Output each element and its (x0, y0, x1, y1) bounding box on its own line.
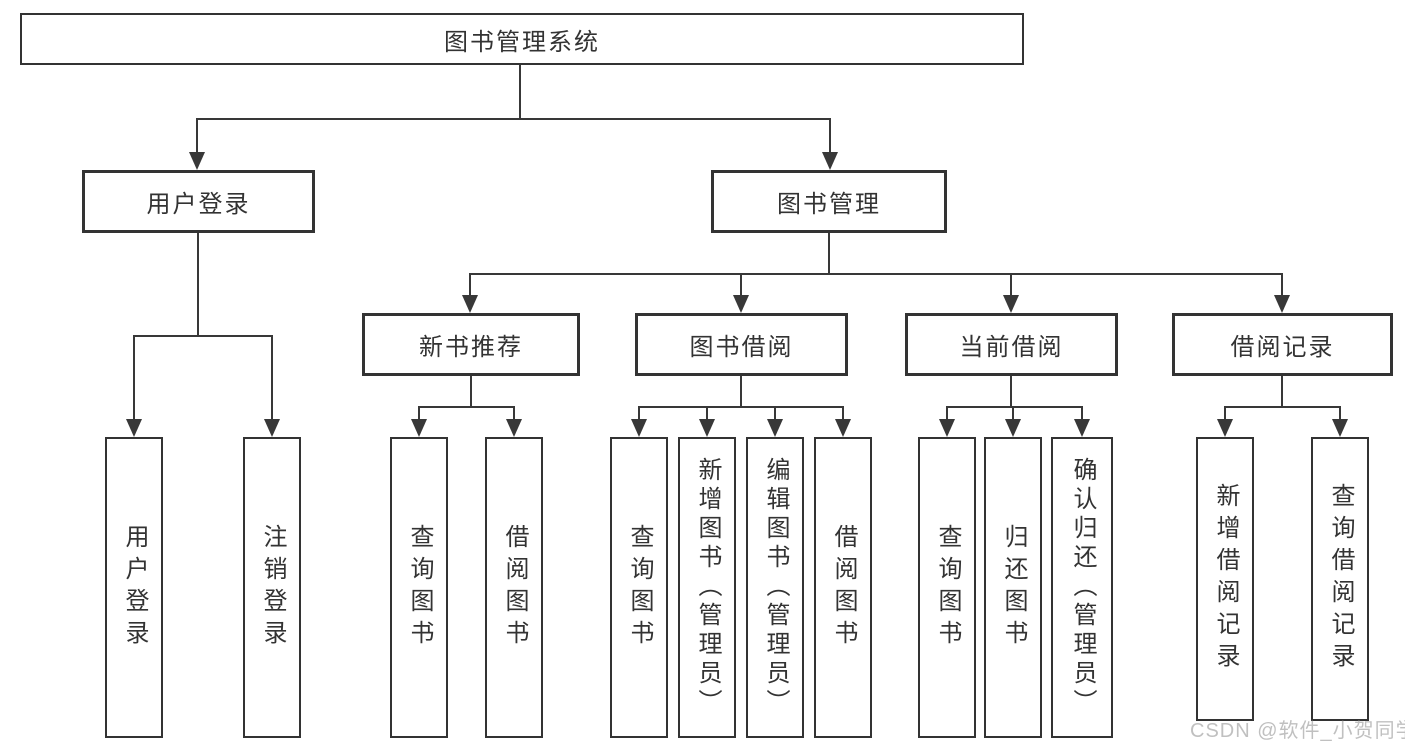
leaf-label: 新增借阅记录 (1212, 483, 1239, 675)
node-label: 用户登录 (146, 191, 251, 218)
node-label: 借阅记录 (1230, 334, 1335, 361)
connector-line (271, 335, 273, 419)
leaf-logout: 注销登录 (243, 437, 301, 738)
leaf-edit-book-admin: 编辑图书（管理员） (746, 437, 804, 738)
arrow-down (939, 419, 955, 437)
leaf-label: 新增图书（管理员） (694, 457, 721, 718)
arrow-down (733, 295, 749, 313)
connector-line (1224, 406, 1226, 421)
leaf-label: 借阅图书 (830, 523, 857, 652)
connector-line (638, 406, 640, 421)
node-label: 当前借阅 (959, 334, 1064, 361)
arrow-down (822, 152, 838, 170)
arrow-down (126, 419, 142, 437)
node-borrow-records: 借阅记录 (1172, 313, 1393, 376)
node-label: 新书推荐 (419, 334, 523, 361)
node-book-management: 图书管理 (711, 170, 947, 233)
leaf-label: 归还图书 (1000, 523, 1027, 652)
leaf-label: 查询借阅记录 (1327, 483, 1354, 675)
connector-line (639, 406, 844, 408)
connector-line (1081, 406, 1083, 421)
connector-line (470, 376, 472, 406)
arrow-down (189, 152, 205, 170)
connector-line (947, 406, 1083, 408)
node-new-book-recommend: 新书推荐 (362, 313, 580, 376)
connector-line (1281, 376, 1283, 406)
connector-line (513, 406, 515, 421)
arrow-down (411, 419, 427, 437)
arrow-down (1074, 419, 1090, 437)
leaf-borrow-books-recommend: 借阅图书 (485, 437, 543, 738)
leaf-query-books-recommend: 查询图书 (390, 437, 448, 738)
connector-line (469, 273, 471, 297)
leaf-confirm-return-admin: 确认归还（管理员） (1051, 437, 1113, 738)
leaf-add-borrow-record: 新增借阅记录 (1196, 437, 1254, 721)
arrow-down (462, 295, 478, 313)
connector-line (1010, 273, 1012, 297)
leaf-borrow-books: 借阅图书 (814, 437, 872, 738)
leaf-label: 借阅图书 (501, 523, 528, 652)
leaf-label: 查询图书 (934, 523, 961, 652)
connector-line (828, 233, 830, 273)
leaf-query-books-current: 查询图书 (918, 437, 976, 738)
connector-line (1281, 273, 1283, 297)
leaf-add-book-admin: 新增图书（管理员） (678, 437, 736, 738)
connector-line (418, 406, 420, 421)
arrow-down (1332, 419, 1348, 437)
arrow-down (1217, 419, 1233, 437)
leaf-label: 编辑图书（管理员） (762, 457, 789, 718)
arrow-down (1003, 295, 1019, 313)
connector-line (470, 273, 1283, 275)
node-root-label: 图书管理系统 (444, 28, 600, 56)
arrow-down (699, 419, 715, 437)
connector-line (519, 65, 521, 118)
connector-line (829, 118, 831, 154)
arrow-down (264, 419, 280, 437)
connector-line (774, 406, 776, 421)
connector-line (419, 406, 515, 408)
leaf-query-books-borrow: 查询图书 (610, 437, 668, 738)
connector-line (1012, 406, 1014, 421)
leaf-label: 注销登录 (259, 523, 286, 652)
node-label: 图书管理 (777, 191, 881, 218)
arrow-down (1005, 419, 1021, 437)
arrow-down (767, 419, 783, 437)
leaf-label: 查询图书 (626, 523, 653, 652)
leaf-label: 用户登录 (121, 523, 148, 652)
connector-line (134, 335, 272, 337)
connector-line (1339, 406, 1341, 421)
leaf-return-books: 归还图书 (984, 437, 1042, 738)
connector-line (1010, 376, 1012, 406)
leaf-query-borrow-record: 查询借阅记录 (1311, 437, 1369, 721)
node-label: 图书借阅 (689, 334, 794, 361)
connector-line (842, 406, 844, 421)
node-current-borrow: 当前借阅 (905, 313, 1118, 376)
arrow-down (835, 419, 851, 437)
arrow-down (1274, 295, 1290, 313)
connector-line (133, 335, 135, 419)
watermark: CSDN @软件_小贺同学 (1190, 720, 1405, 742)
node-root: 图书管理系统 (20, 13, 1024, 65)
connector-line (946, 406, 948, 421)
connector-line (197, 118, 831, 120)
leaf-label: 确认归还（管理员） (1069, 457, 1096, 718)
node-user-login: 用户登录 (82, 170, 315, 233)
connector-line (197, 233, 199, 335)
connector-line (740, 376, 742, 406)
connector-line (706, 406, 708, 421)
arrow-down (506, 419, 522, 437)
node-book-borrow: 图书借阅 (635, 313, 848, 376)
connector-line (1225, 406, 1341, 408)
connector-line (740, 273, 742, 297)
connector-line (196, 118, 198, 154)
leaf-user-login: 用户登录 (105, 437, 163, 738)
arrow-down (631, 419, 647, 437)
leaf-label: 查询图书 (406, 523, 433, 652)
